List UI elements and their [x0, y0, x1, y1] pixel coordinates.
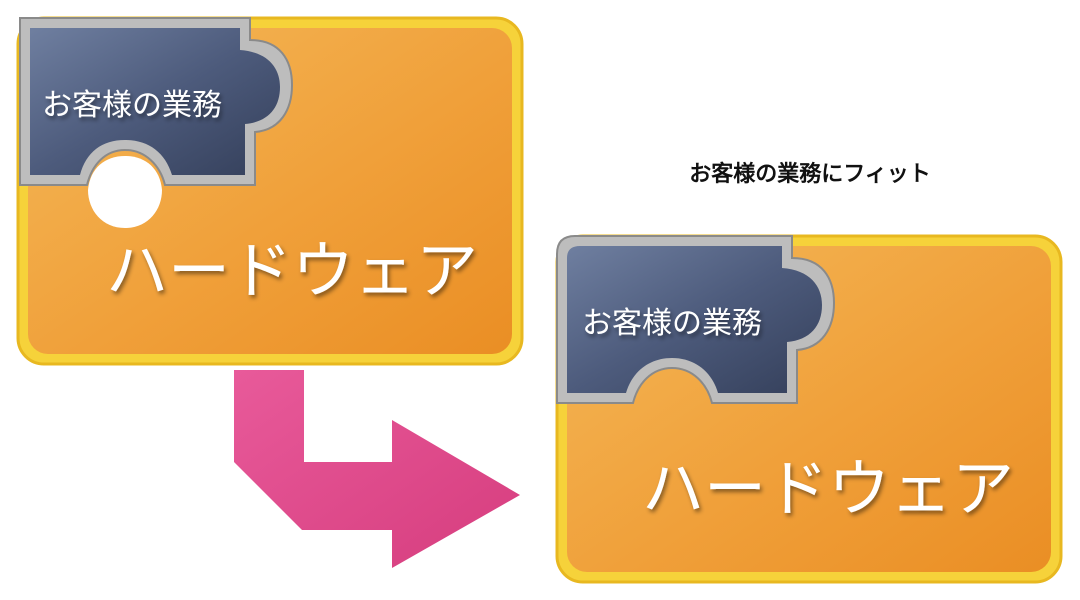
caption-fit: お客様の業務にフィット — [689, 162, 931, 187]
software-label-before: お客様の業務 — [42, 88, 222, 123]
software-piece-before — [19, 17, 294, 186]
puzzle-after: お客様の業務 ハードウェア — [555, 234, 1063, 584]
hardware-label-before: ハードウェア — [106, 234, 478, 307]
puzzle-before: お客様の業務 ハードウェア — [16, 16, 524, 366]
software-piece-after — [556, 235, 836, 404]
software-label-after: お客様の業務 — [582, 306, 762, 341]
puzzle-hole-before — [88, 156, 162, 228]
hardware-label-after: ハードウェア — [642, 452, 1014, 525]
transition-arrow — [234, 370, 520, 568]
